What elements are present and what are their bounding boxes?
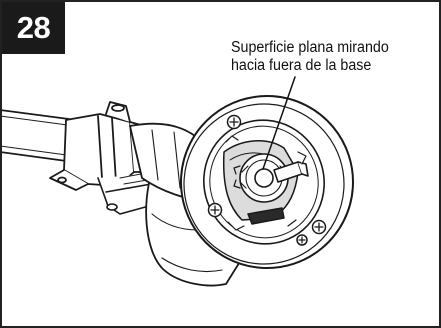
ring-tabs [225,135,307,231]
screw-top [226,114,242,130]
screw-bottom [296,234,308,246]
callout-leader-line [262,76,296,170]
callout-line-1: Superficie plana mirando [231,39,389,56]
callout-label: Superficie plana mirando hacia fuera de … [231,39,420,75]
screw-left [207,202,223,218]
screw-right [311,219,327,235]
drive-shaft [254,161,309,188]
callout-line-2: hacia fuera de la base [231,57,372,74]
base-screws [207,114,327,246]
step-number-badge: 28 [2,2,65,54]
